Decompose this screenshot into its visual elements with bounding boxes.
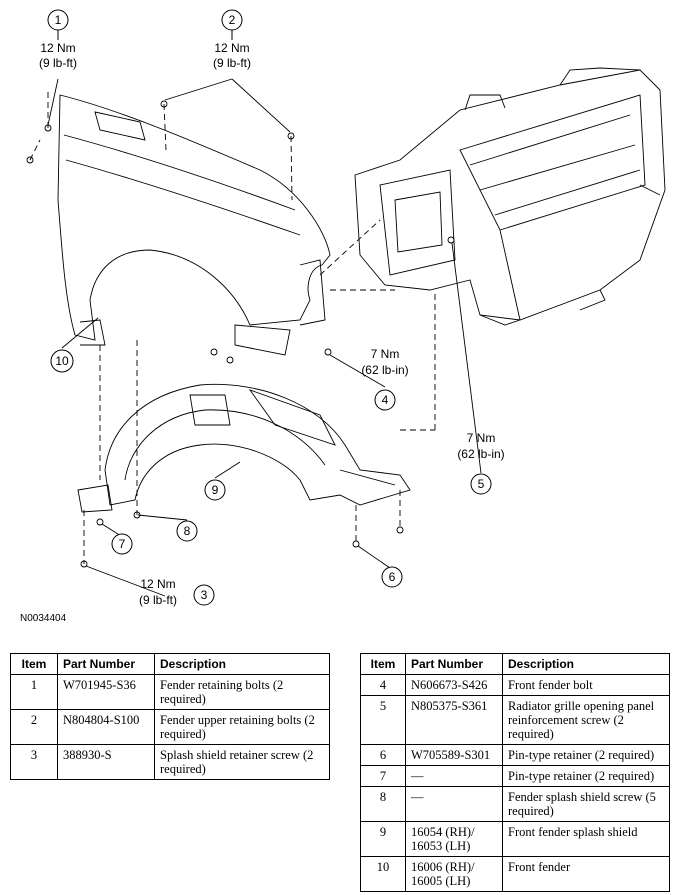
figure-id: N0034404 (20, 613, 67, 624)
item-cell: 7 (360, 765, 406, 787)
svg-text:4: 4 (382, 393, 389, 407)
description-cell: Front fender (502, 856, 670, 892)
svg-text:(62 lb-in): (62 lb-in) (457, 447, 504, 461)
table-row: 9 16054 (RH)/ 16053 (LH) Front fender sp… (360, 821, 670, 857)
table-row: 8 — Fender splash shield screw (5 requir… (360, 786, 670, 822)
table-header-row: Item Part Number Description (360, 653, 670, 675)
description-cell: Front fender bolt (502, 674, 670, 696)
svg-text:(62 lb-in): (62 lb-in) (361, 363, 408, 377)
svg-text:8: 8 (184, 524, 191, 538)
svg-text:1: 1 (55, 13, 62, 27)
item-cell: 1 (10, 674, 58, 710)
svg-text:5: 5 (478, 477, 485, 491)
description-cell: Fender splash shield screw (5 required) (502, 786, 670, 822)
table-row: 1 W701945-S36 Fender retaining bolts (2 … (10, 674, 330, 710)
item-cell: 9 (360, 821, 406, 857)
part-number-cell: 16054 (RH)/ 16053 (LH) (405, 821, 503, 857)
svg-text:6: 6 (389, 570, 396, 584)
exploded-parts-diagram: 1 12 Nm (9 lb-ft) 2 12 Nm (9 lb-ft) 3 12… (26, 9, 666, 607)
callout-8: 8 (176, 520, 198, 542)
front-fender-drawing (57, 94, 331, 356)
part-number-cell: W701945-S36 (57, 674, 155, 710)
description-cell: Fender retaining bolts (2 required) (154, 674, 330, 710)
callout-2: 2 12 Nm (9 lb-ft) (213, 9, 251, 70)
svg-text:7 Nm: 7 Nm (467, 431, 496, 445)
header-item: Item (360, 653, 406, 675)
table-row: 5 N805375-S361 Radiator grille opening p… (360, 695, 670, 745)
item-cell: 2 (10, 709, 58, 745)
alignment-lines (29, 90, 436, 564)
header-part-number: Part Number (57, 653, 155, 675)
parts-table-right: Item Part Number Description 4 N606673-S… (360, 653, 670, 892)
callout-3: 3 12 Nm (9 lb-ft) (139, 577, 215, 607)
description-cell: Radiator grille opening panel reinforcem… (502, 695, 670, 745)
description-cell: Pin-type retainer (2 required) (502, 765, 670, 787)
splash-shield-drawing (77, 383, 411, 513)
table-row: 4 N606673-S426 Front fender bolt (360, 674, 670, 696)
item-cell: 5 (360, 695, 406, 745)
svg-text:12 Nm: 12 Nm (214, 41, 249, 55)
callout-7: 7 (111, 533, 133, 555)
item-cell: 8 (360, 786, 406, 822)
svg-text:7 Nm: 7 Nm (371, 347, 400, 361)
svg-text:(9 lb-ft): (9 lb-ft) (139, 593, 177, 607)
table-header-row: Item Part Number Description (10, 653, 330, 675)
part-number-cell: N805375-S361 (405, 695, 503, 745)
table-row: 7 — Pin-type retainer (2 required) (360, 765, 670, 787)
callout-5: 5 7 Nm (62 lb-in) (457, 431, 505, 495)
radiator-support-drawing (354, 67, 666, 326)
table-row: 10 16006 (RH)/ 16005 (LH) Front fender (360, 856, 670, 892)
leader-lines (47, 78, 482, 597)
item-cell: 6 (360, 744, 406, 766)
svg-text:9: 9 (212, 483, 219, 497)
parts-table-left: Item Part Number Description 1 W701945-S… (10, 653, 330, 780)
callout-9: 9 (204, 479, 226, 501)
header-description: Description (154, 653, 330, 675)
part-number-cell: W705589-S301 (405, 744, 503, 766)
description-cell: Pin-type retainer (2 required) (502, 744, 670, 766)
description-cell: Splash shield retainer screw (2 required… (154, 744, 330, 780)
svg-text:(9 lb-ft): (9 lb-ft) (213, 56, 251, 70)
header-item: Item (10, 653, 58, 675)
table-row: 3 388930-S Splash shield retainer screw … (10, 744, 330, 780)
fasteners-drawing (26, 100, 455, 568)
callout-4: 4 7 Nm (62 lb-in) (361, 347, 409, 411)
part-number-cell: 16006 (RH)/ 16005 (LH) (405, 856, 503, 892)
svg-text:7: 7 (119, 537, 126, 551)
part-number-cell: — (405, 765, 503, 787)
header-description: Description (502, 653, 670, 675)
item-cell: 10 (360, 856, 406, 892)
callout-1: 1 12 Nm (9 lb-ft) (39, 9, 77, 70)
description-cell: Front fender splash shield (502, 821, 670, 857)
part-number-cell: N804804-S100 (57, 709, 155, 745)
table-row: 6 W705589-S301 Pin-type retainer (2 requ… (360, 744, 670, 766)
part-number-cell: — (405, 786, 503, 822)
svg-text:12 Nm: 12 Nm (140, 577, 175, 591)
part-number-cell: N606673-S426 (405, 674, 503, 696)
callout-6: 6 (381, 566, 403, 588)
table-row: 2 N804804-S100 Fender upper retaining bo… (10, 709, 330, 745)
svg-text:12 Nm: 12 Nm (40, 41, 75, 55)
item-cell: 4 (360, 674, 406, 696)
svg-text:3: 3 (201, 588, 208, 602)
svg-text:(9 lb-ft): (9 lb-ft) (39, 56, 77, 70)
part-number-cell: 388930-S (57, 744, 155, 780)
svg-text:2: 2 (229, 13, 236, 27)
svg-text:10: 10 (55, 354, 69, 368)
description-cell: Fender upper retaining bolts (2 required… (154, 709, 330, 745)
header-part-number: Part Number (405, 653, 503, 675)
item-cell: 3 (10, 744, 58, 780)
callout-10: 10 (50, 349, 74, 373)
